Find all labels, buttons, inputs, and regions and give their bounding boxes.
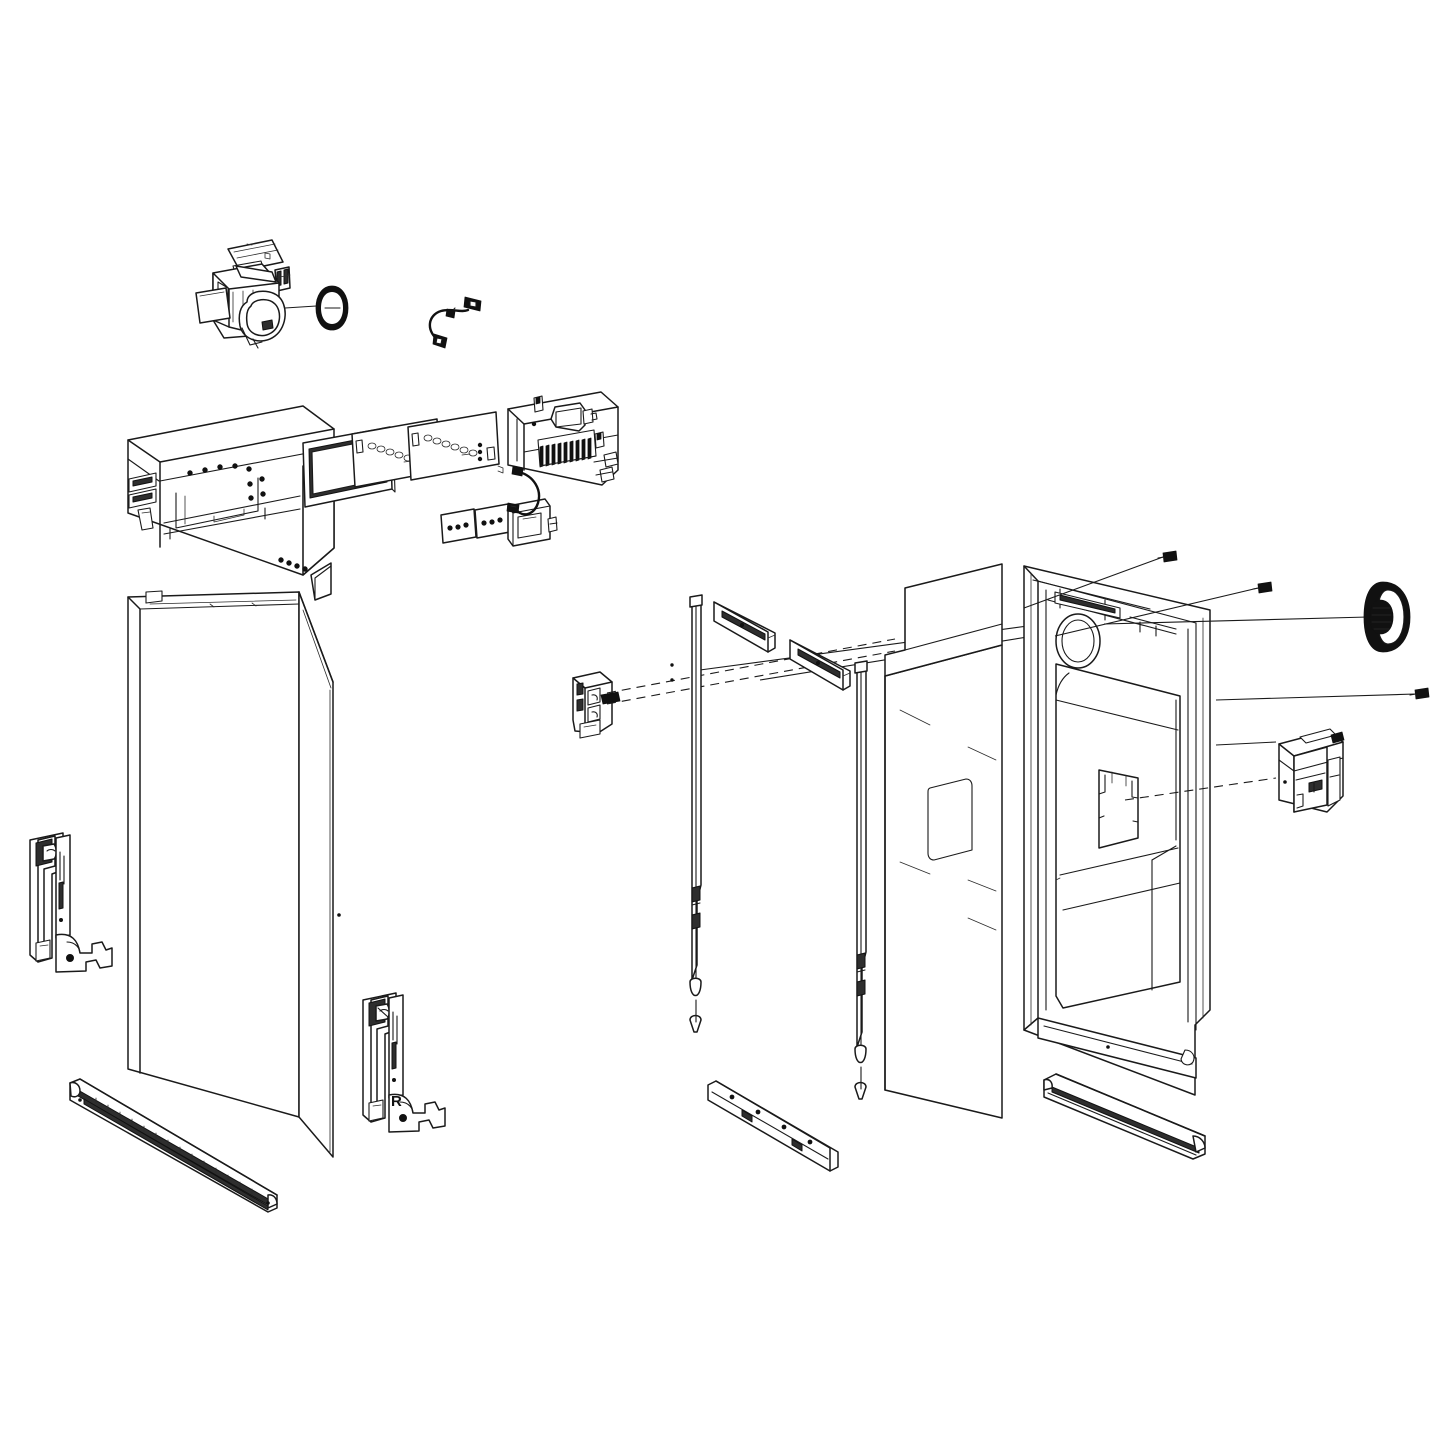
screw-1-leader [1023, 556, 1164, 609]
outer-door-edge [298, 591, 341, 1158]
bottom-seal-strip [1043, 1073, 1206, 1160]
inner-liner-group [1023, 550, 1430, 1160]
board-pin-header [537, 429, 597, 468]
console-indicators [187, 463, 308, 572]
console-vents [128, 472, 157, 509]
liner-dispenser-frame [1098, 769, 1139, 849]
hinge-right: R [362, 992, 446, 1133]
toe-kick-panel [69, 1078, 278, 1213]
side-trim-upper-right [789, 639, 851, 691]
dispenser-leader [1124, 777, 1277, 801]
latch-leader-lower [606, 650, 896, 705]
balance-rod-left [689, 594, 703, 1033]
screw-2-leader [1054, 587, 1259, 637]
dispenser-leader-2 [1215, 741, 1277, 746]
board-capacitor [550, 402, 598, 432]
vent-cap-leader [1103, 616, 1369, 625]
pump-oring [315, 285, 349, 331]
insulation-blanket [884, 563, 1003, 1119]
detergent-cup-opening [927, 778, 973, 861]
board-standoffs [533, 395, 605, 449]
bottom-trim-rail [707, 1080, 839, 1172]
wire-harness-group [428, 296, 482, 349]
liner-vent-port [1055, 613, 1101, 669]
console-group [127, 391, 619, 601]
vent-cap [1363, 581, 1411, 653]
side-trim-upper-left [713, 601, 776, 653]
balance-rod-right [854, 660, 868, 1100]
membrane-switch-b [407, 411, 504, 481]
hinge-right-marking: R [391, 1093, 402, 1110]
door-latch-assembly [572, 671, 621, 739]
dispenser-module [1278, 728, 1345, 813]
console-body [127, 405, 335, 601]
screw-3-leader [1215, 693, 1416, 701]
pump-gasket-pad [195, 287, 231, 324]
control-board [506, 391, 619, 516]
inner-door-liner [1023, 565, 1211, 1096]
latch-leader-upper [606, 638, 896, 694]
board-harness [506, 465, 541, 516]
led-strip-b [474, 503, 511, 539]
harness-jumper [428, 296, 482, 349]
led-strip-a [440, 508, 477, 544]
inner-door-group [572, 563, 1041, 1172]
outer-door-panel [127, 590, 300, 1118]
outer-door-group: R [29, 590, 446, 1213]
drain-pump-group [195, 239, 349, 349]
hinge-left [29, 832, 113, 973]
